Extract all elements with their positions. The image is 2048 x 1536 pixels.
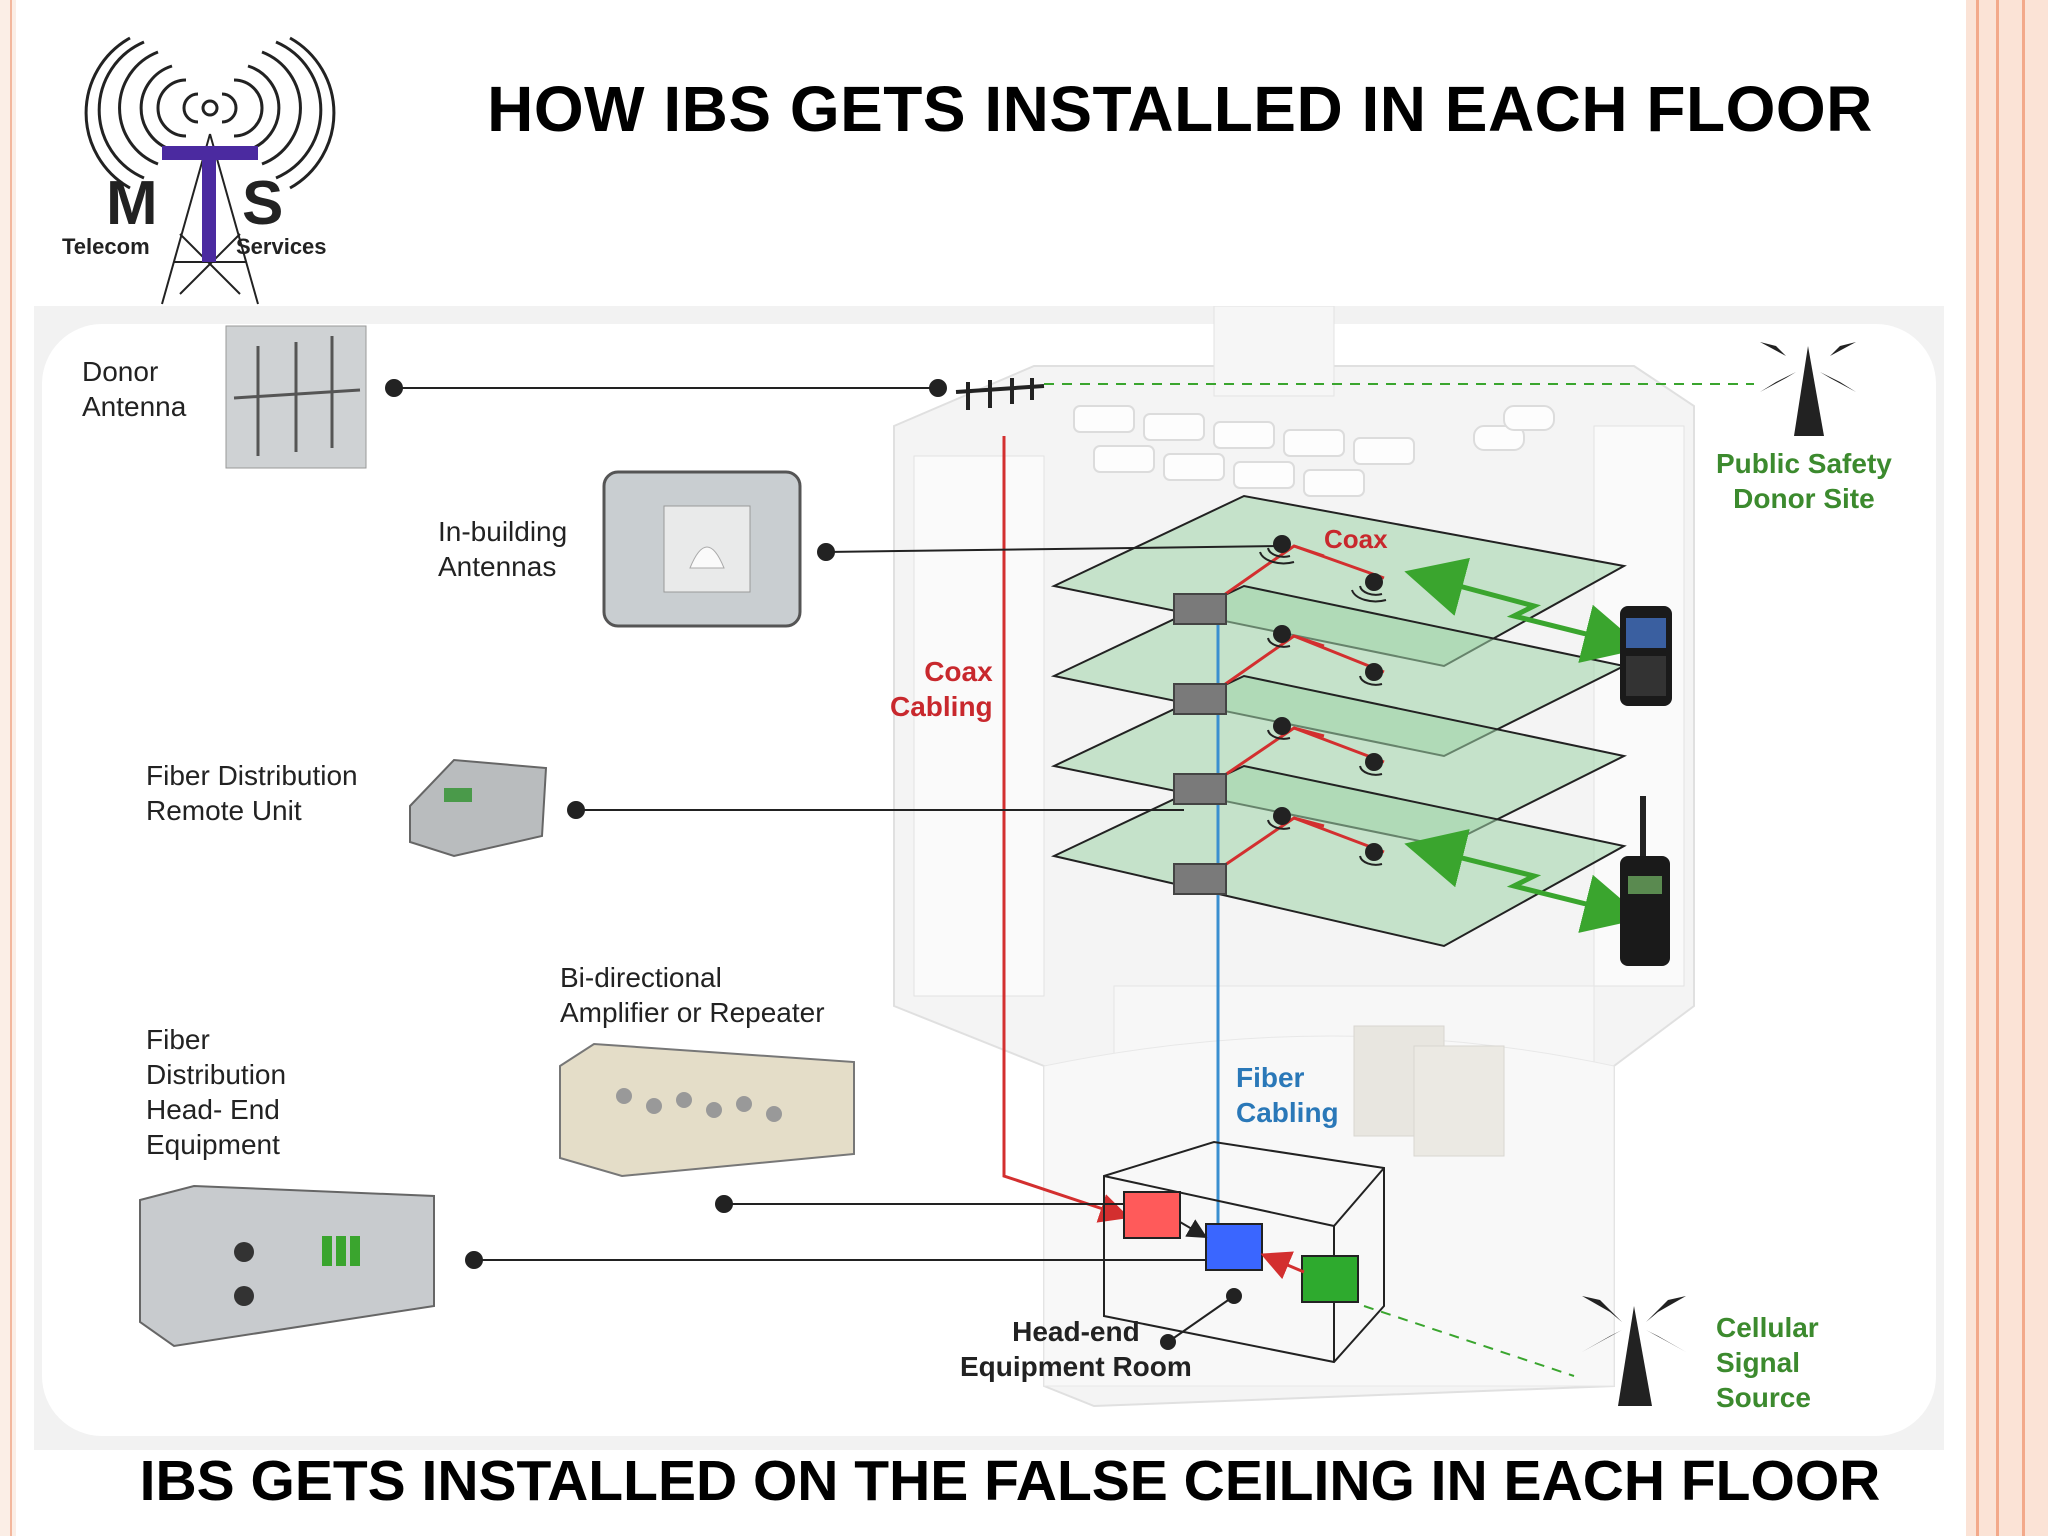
wireless-links: [1404, 557, 1644, 933]
public-safety-tower-icon: [1760, 342, 1856, 436]
ceiling-antennas: [1273, 535, 1383, 861]
donor-antenna-photo: [225, 325, 367, 469]
page-title: HOW IBS GETS INSTALLED IN EACH FLOOR: [487, 73, 1873, 145]
page-footer: IBS GETS INSTALLED ON THE FALSE CEILING …: [139, 1449, 1881, 1513]
label-public-safety-donor-site: Public Safety Donor Site: [1716, 448, 1892, 514]
label-fiber-cabling: Fiber Cabling: [1236, 1062, 1339, 1128]
label-fiber-head-end: Fiber Distribution Head- End Equipment: [146, 1024, 287, 1160]
ibs-diagram: Donor Antenna In-building Antennas Fiber…: [34, 306, 1944, 1450]
roof-donor-antenna: [955, 378, 1045, 410]
fiber-remote-unit-photo: [409, 758, 548, 858]
label-fiber-remote-unit: Fiber Distribution Remote Unit: [146, 760, 358, 826]
label-coax-cabling: Coax Cabling: [890, 656, 993, 722]
logo-word-services: Services: [236, 234, 327, 259]
remote-units: [1173, 593, 1227, 895]
bidirectional-amplifier-photo: [559, 1042, 855, 1178]
diagram-graphics: [139, 306, 1856, 1408]
tower-signal-icon: [84, 36, 336, 305]
logo-word-telecom: Telecom: [62, 234, 150, 259]
coax-lines: [1002, 436, 1385, 1223]
left-border: [0, 0, 16, 1536]
right-border: [1966, 0, 2048, 1536]
in-building-antenna-photo: [602, 470, 802, 628]
head-end-units: [1123, 1191, 1359, 1303]
label-donor-antenna: Donor Antenna: [82, 356, 187, 422]
leader-lines: [385, 379, 1283, 1350]
fiber-head-end-photo: [139, 1184, 435, 1348]
label-bidirectional-amplifier: Bi-directional Amplifier or Repeater: [560, 962, 825, 1028]
mts-logo: M S Telecom Services: [50, 34, 360, 312]
cellular-link-dashed: [1363, 1305, 1575, 1377]
smartphone-icon: [1620, 606, 1672, 706]
label-cellular-signal-source: Cellular Signal Source: [1716, 1312, 1819, 1413]
antenna-waves: [1259, 547, 1387, 866]
cellular-tower-icon: [1582, 1296, 1686, 1406]
label-coax: Coax: [1324, 524, 1388, 554]
logo-letter-m: M: [106, 169, 158, 238]
logo-letter-s: S: [242, 169, 284, 238]
label-in-building-antennas: In-building Antennas: [438, 516, 568, 582]
label-head-end-equipment-room: Head-end Equipment Room: [960, 1316, 1192, 1382]
radio-handset-icon: [1620, 796, 1670, 966]
